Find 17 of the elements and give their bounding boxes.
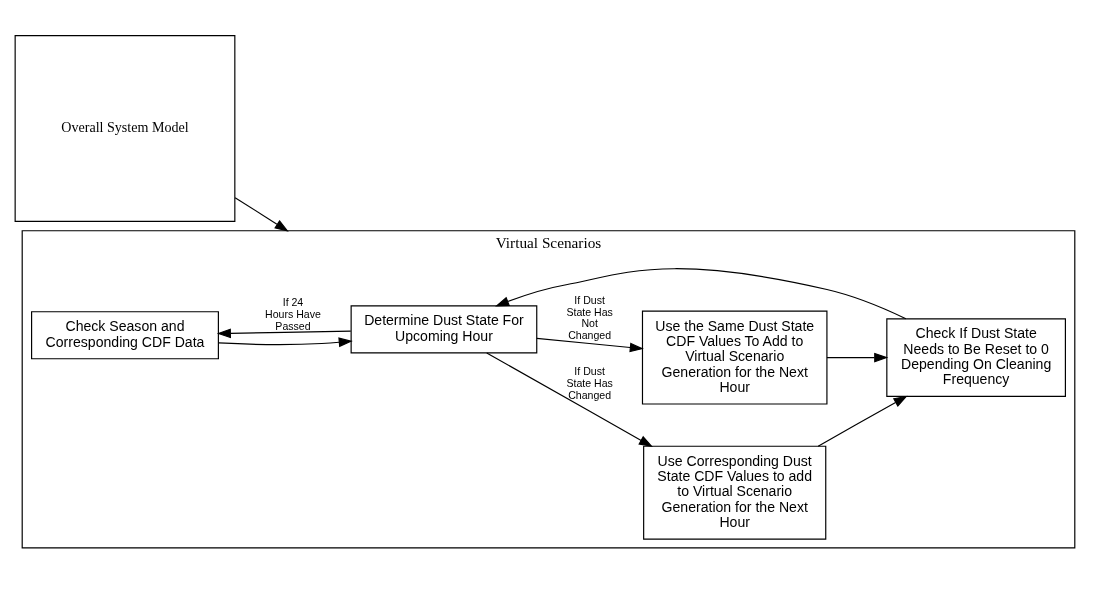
arrow bbox=[218, 337, 353, 348]
arrow bbox=[486, 352, 653, 448]
node-box: Determine Dust State For Upcoming Hour bbox=[350, 305, 538, 354]
arrow bbox=[536, 337, 644, 353]
node-box: Check Season and Corresponding CDF Data bbox=[31, 311, 219, 360]
node-box: Check If Dust State Needs to Be Reset to 0 Depending On Cleaning Frequency bbox=[886, 318, 1066, 397]
edge-label: If 24 Hours Have Passed bbox=[265, 296, 321, 332]
arrow bbox=[234, 197, 289, 232]
node-box: Use the Same Dust State CDF Values To Add to Virtual Scenario Generation for the Next Hour bbox=[641, 310, 828, 405]
arrow bbox=[216, 328, 352, 339]
arrow bbox=[817, 395, 908, 447]
arrow bbox=[826, 352, 889, 363]
arrow bbox=[495, 268, 907, 320]
node-box: Overall System Model bbox=[14, 35, 236, 222]
edge-label: If Dust State Has Not Changed bbox=[566, 293, 613, 342]
edge-label: If Dust State Has Changed bbox=[566, 365, 613, 401]
node-box: Use Corresponding Dust State CDF Values to add to Virtual Scenario Generation for the Next Hour bbox=[643, 445, 827, 540]
